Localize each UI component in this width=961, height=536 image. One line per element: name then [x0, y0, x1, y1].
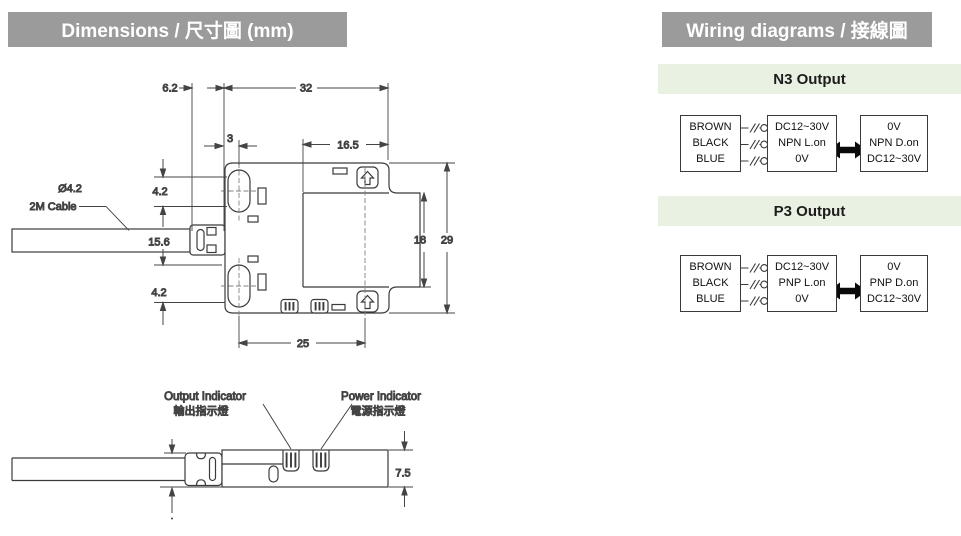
p3-load-box: 0V PNP D.on DC12~30V	[860, 255, 928, 312]
dim-cable-section: 15.6	[148, 237, 169, 249]
p3-wiring-diagram: BROWN BLACK BLUE DC12~30V PNP L.on 0V 0V…	[660, 248, 961, 318]
p3-wiring-lines	[741, 263, 867, 306]
dim-slot-offset: 3	[227, 133, 233, 145]
centerlines	[221, 163, 366, 318]
body-recess-lines	[302, 192, 389, 288]
wire-break-symbols	[741, 263, 761, 306]
terminal-circles	[760, 264, 769, 305]
dim-connector-width: 6.2	[162, 83, 177, 95]
dim-inner-height: 18	[414, 235, 426, 247]
dim-bottom-width: 25	[297, 338, 309, 350]
wiring-section-header: Wiring diagrams / 接線圖	[662, 12, 932, 47]
p3-terminal-box: DC12~30V PNP L.on 0V	[767, 255, 837, 312]
cable-connector-top-view	[189, 224, 226, 256]
terminal-label: 0V	[795, 153, 809, 165]
indicator-grilles-top-view	[280, 298, 346, 314]
body-detail-features	[247, 167, 348, 291]
dimension-drawing: 6.2 32 3 16.5 4.2 15.6 4.2 18	[11, 82, 455, 520]
load-label: NPN D.on	[869, 137, 919, 149]
power-indicator-window	[312, 450, 330, 472]
top-view-dimensions: 6.2 32 3 16.5 4.2 15.6 4.2 18	[29, 82, 455, 351]
side-view-dimensions: 7.5 Output Indicator 輸出指示燈 Power Indicat…	[160, 391, 422, 520]
terminal-label: 0V	[795, 293, 809, 305]
n3-terminal-box: DC12~30V NPN L.on 0V	[767, 115, 837, 172]
load-label: DC12~30V	[866, 293, 922, 305]
terminal-label: NPN L.on	[778, 137, 826, 149]
wire-label: BLUE	[696, 153, 725, 165]
mode-double-arrow-icon	[828, 282, 867, 300]
optical-axis-mark-top	[356, 166, 379, 189]
n3-output-section-bar: N3 Output	[658, 64, 961, 94]
dim-body-width: 32	[300, 83, 312, 95]
load-label: PNP D.on	[869, 277, 919, 289]
dimensions-section-header: Dimensions / 尺寸圖 (mm)	[8, 12, 347, 47]
side-view-drawing	[11, 449, 389, 488]
wire-break-symbols	[741, 123, 761, 166]
wire-label: BLUE	[696, 293, 725, 305]
output-indicator-label-zh: 輸出指示燈	[174, 404, 229, 418]
dim-slot-top: 4.2	[152, 186, 167, 198]
terminal-label: DC12~30V	[774, 261, 830, 273]
terminal-label: PNP L.on	[778, 277, 826, 289]
cable-diameter-label: Ø4.2	[58, 183, 82, 195]
wire-label: BROWN	[689, 261, 732, 273]
load-label: 0V	[887, 261, 901, 273]
output-indicator-label-en: Output Indicator	[164, 391, 246, 403]
dim-side-height: 7.5	[395, 468, 410, 480]
dim-body-height: 29	[441, 235, 453, 247]
dim-head-width: 16.5	[337, 140, 358, 152]
sensor-body-outline	[224, 162, 421, 314]
output-indicator-window	[282, 450, 300, 472]
cable-label: 2M Cable	[29, 201, 76, 213]
dim-slot-bottom: 4.2	[151, 287, 166, 299]
mode-double-arrow-icon	[828, 141, 867, 159]
wire-label: BLACK	[692, 137, 729, 149]
wire-label: BROWN	[689, 121, 732, 133]
p3-output-section-bar: P3 Output	[658, 196, 961, 226]
sensor-body-side-view	[221, 449, 389, 488]
n3-wiring-diagram: BROWN BLACK BLUE DC12~30V NPN L.on 0V 0V…	[660, 108, 961, 178]
wire-label: BLACK	[692, 277, 729, 289]
n3-load-box: 0V NPN D.on DC12~30V	[860, 115, 928, 172]
cable-connector-side-view	[184, 452, 223, 487]
side-oval-feature	[268, 465, 279, 483]
optical-axis-mark-bottom	[356, 290, 379, 313]
n3-wire-color-box: BROWN BLACK BLUE	[680, 115, 741, 172]
n3-wiring-lines	[741, 123, 867, 166]
load-label: DC12~30V	[866, 153, 922, 165]
load-label: 0V	[887, 121, 901, 133]
power-indicator-label-en: Power Indicator	[341, 391, 421, 403]
power-indicator-label-zh: 電源指示燈	[351, 404, 406, 418]
cable-side-view	[11, 457, 185, 482]
top-view-drawing	[11, 162, 421, 318]
p3-wire-color-box: BROWN BLACK BLUE	[680, 255, 741, 312]
terminal-label: DC12~30V	[774, 121, 830, 133]
